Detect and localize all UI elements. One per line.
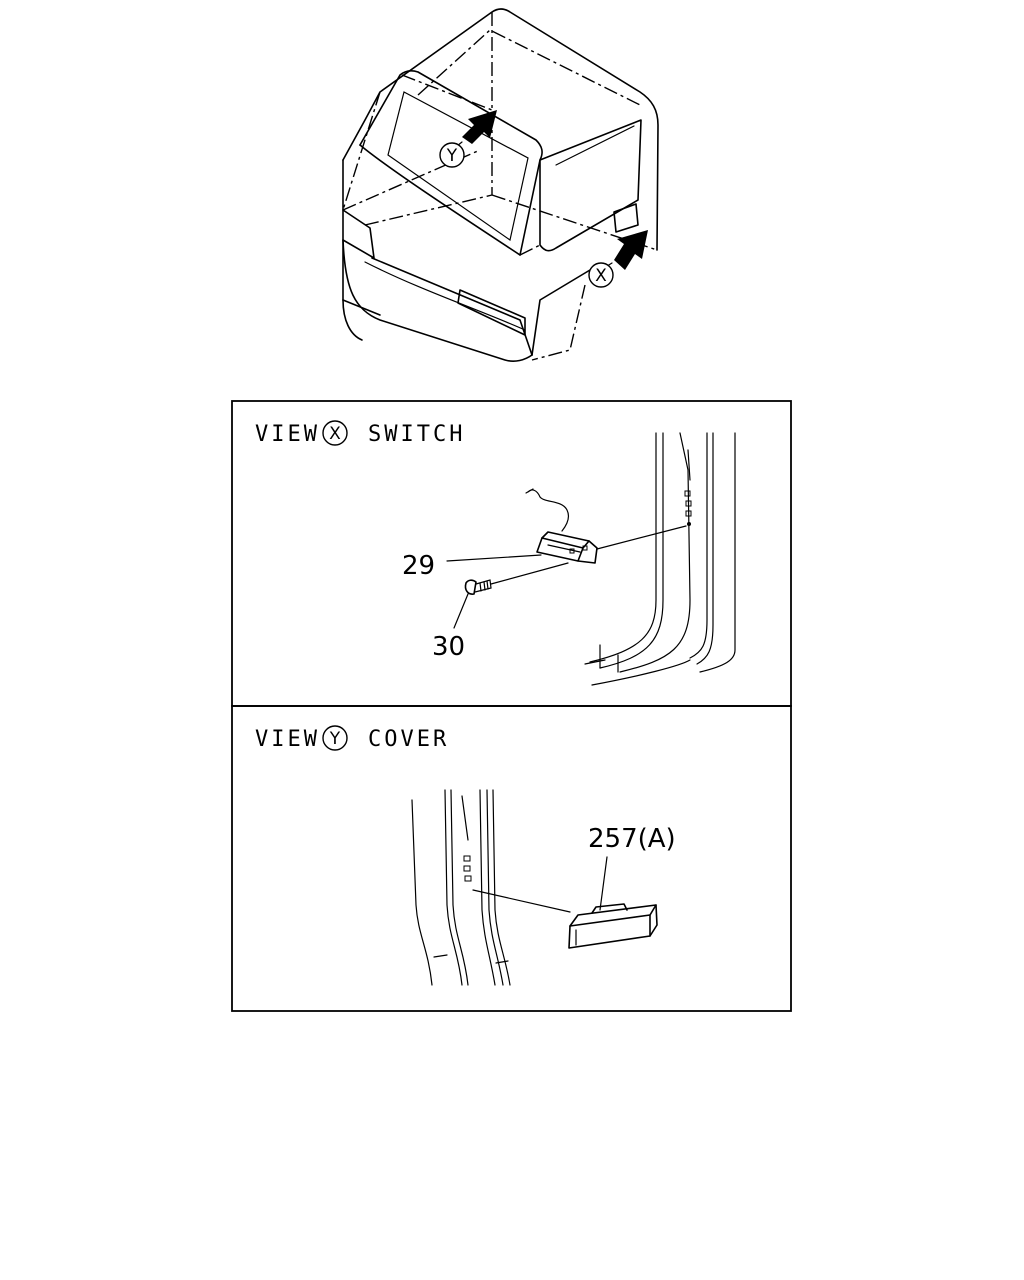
callout-257a: 257(A): [588, 824, 676, 911]
view-y-heading: VIEW Y COVER: [255, 725, 449, 752]
cover-alignment-line: [472, 889, 571, 913]
view-y-panel: VIEW Y COVER: [231, 705, 792, 1012]
svg-text:Y: Y: [446, 146, 458, 166]
marker-x-overview: X: [588, 262, 614, 288]
svg-text:COVER: COVER: [368, 727, 449, 752]
arrow-view-y: [451, 110, 497, 151]
view-x-heading: VIEW X SWITCH: [255, 420, 465, 447]
switch-alignment-line: [596, 525, 687, 550]
cover-part: [568, 903, 658, 949]
view-x-panel: VIEW X SWITCH: [231, 400, 792, 707]
cab-overview: Y X: [342, 8, 659, 362]
svg-text:29: 29: [402, 551, 435, 581]
door-pillar-x: [584, 432, 736, 686]
door-switch-part: [525, 488, 598, 564]
screw-part: [464, 579, 492, 595]
svg-text:Y: Y: [329, 729, 341, 749]
svg-text:SWITCH: SWITCH: [368, 422, 465, 447]
callout-30: 30: [432, 593, 469, 662]
arrow-view-x: [603, 230, 648, 270]
svg-text:X: X: [329, 424, 341, 444]
svg-text:VIEW: VIEW: [255, 727, 320, 752]
marker-y-overview: Y: [439, 142, 465, 168]
screw-alignment-line: [490, 562, 569, 585]
door-pillar-y: [411, 789, 511, 986]
svg-text:257(A): 257(A): [588, 824, 676, 854]
svg-text:VIEW: VIEW: [255, 422, 320, 447]
svg-text:30: 30: [432, 632, 465, 662]
svg-text:X: X: [595, 266, 607, 286]
callout-29: 29: [402, 551, 542, 581]
